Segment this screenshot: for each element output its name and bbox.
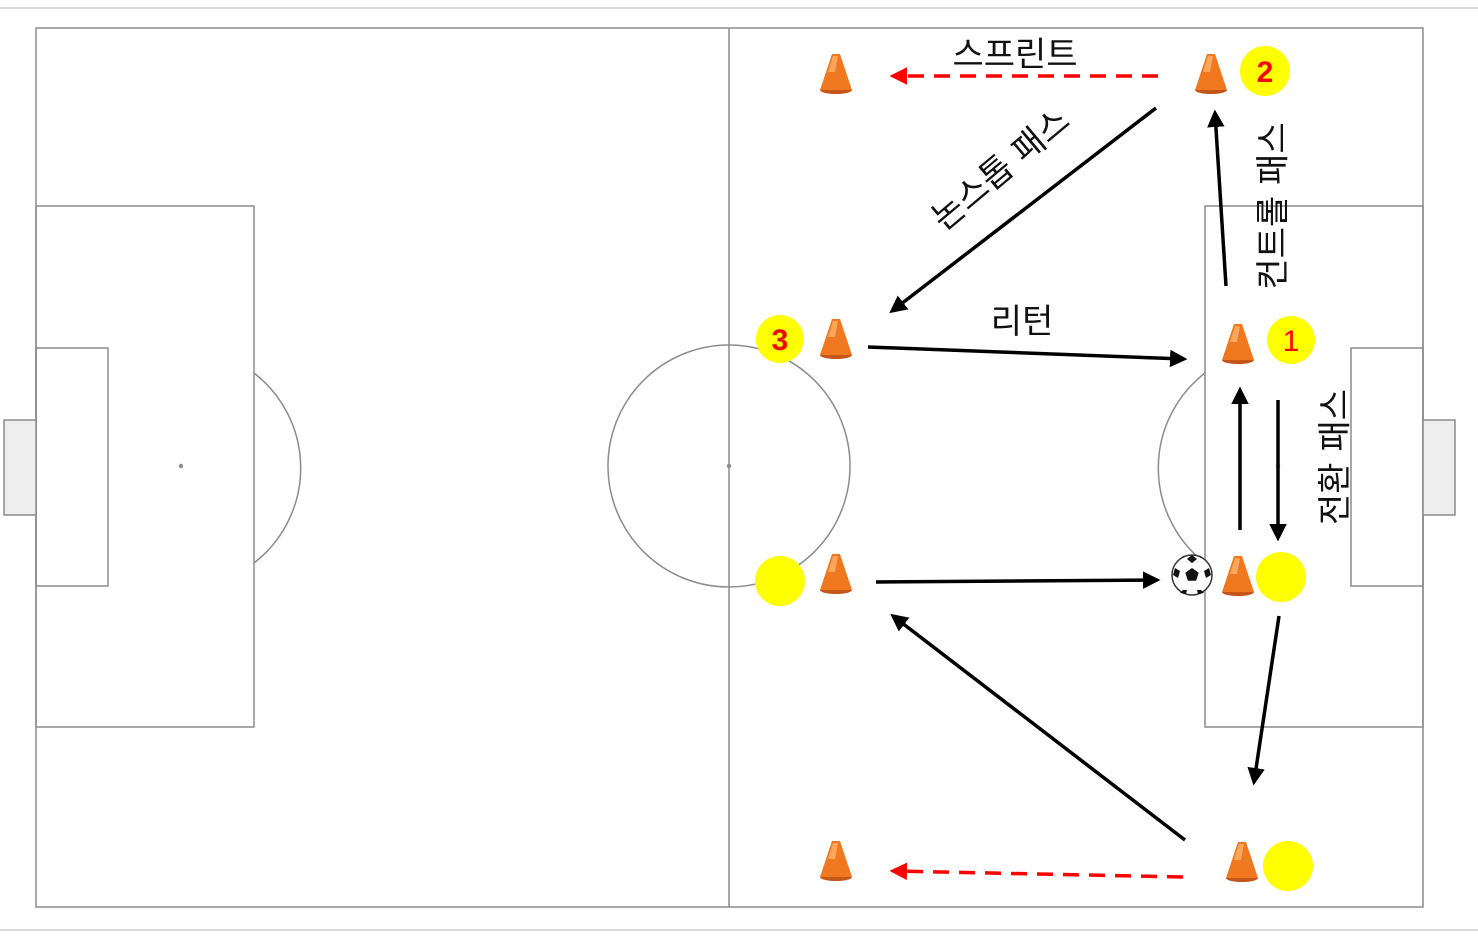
traffic-cone-icon xyxy=(820,554,852,594)
traffic-cone-icon xyxy=(1195,54,1227,94)
player-number: 2 xyxy=(1257,56,1274,89)
label-return: 리턴 xyxy=(991,302,1054,342)
traffic-cone-icon xyxy=(820,54,852,94)
sprint-arrows xyxy=(889,67,1184,881)
arrow-control-pass xyxy=(1207,109,1228,287)
traffic-cone-icon xyxy=(1222,324,1254,364)
traffic-cone-icon xyxy=(820,841,852,881)
right-goal-box xyxy=(1350,347,1424,587)
traffic-cone-icon xyxy=(1222,556,1254,596)
label-nonstop-pass: 논스톱 패스 xyxy=(924,101,1078,239)
drill-labels: 스프린트 논스톱 패스 컨트롤 패스 리턴 전환 패스 xyxy=(924,35,1355,525)
soccer-pitch xyxy=(3,27,1456,908)
player xyxy=(1256,552,1306,602)
cones xyxy=(820,54,1258,882)
right-penalty-arc xyxy=(1157,372,1206,564)
player xyxy=(755,556,805,606)
center-spot xyxy=(726,463,732,469)
label-sprint: 스프린트 xyxy=(952,35,1077,75)
left-goal-box xyxy=(35,347,109,587)
arrow-return xyxy=(867,345,1188,368)
left-penalty-box xyxy=(35,205,255,728)
left-goal xyxy=(3,419,37,516)
arrow-pass-to-ball xyxy=(875,571,1161,589)
right-goal xyxy=(1422,419,1456,516)
players: 2 3 1 xyxy=(755,46,1315,891)
player-number: 3 xyxy=(772,324,789,357)
pass-arrows xyxy=(867,106,1287,842)
arrow-nonstop-pass xyxy=(889,106,1158,314)
arrow-sprint-bottom xyxy=(889,862,1184,881)
left-penalty-spot xyxy=(178,463,184,469)
traffic-cone-icon xyxy=(1226,842,1258,882)
left-penalty-arc xyxy=(253,372,302,564)
arrow-bottom-right-down xyxy=(1247,615,1281,786)
right-penalty-box xyxy=(1204,205,1424,728)
arrow-bottom-diagonal xyxy=(890,613,1187,842)
player-number: 1 xyxy=(1283,325,1300,358)
center-circle xyxy=(607,344,851,588)
label-switch-pass: 전환 패스 xyxy=(1316,389,1356,525)
player-3: 3 xyxy=(756,315,804,363)
traffic-cone-icon xyxy=(820,319,852,359)
player xyxy=(1263,841,1313,891)
label-control-pass: 컨트롤 패스 xyxy=(1254,122,1294,289)
player-2: 2 xyxy=(1240,46,1290,96)
player-1: 1 xyxy=(1267,316,1315,364)
soccer-ball-icon xyxy=(1171,554,1213,596)
